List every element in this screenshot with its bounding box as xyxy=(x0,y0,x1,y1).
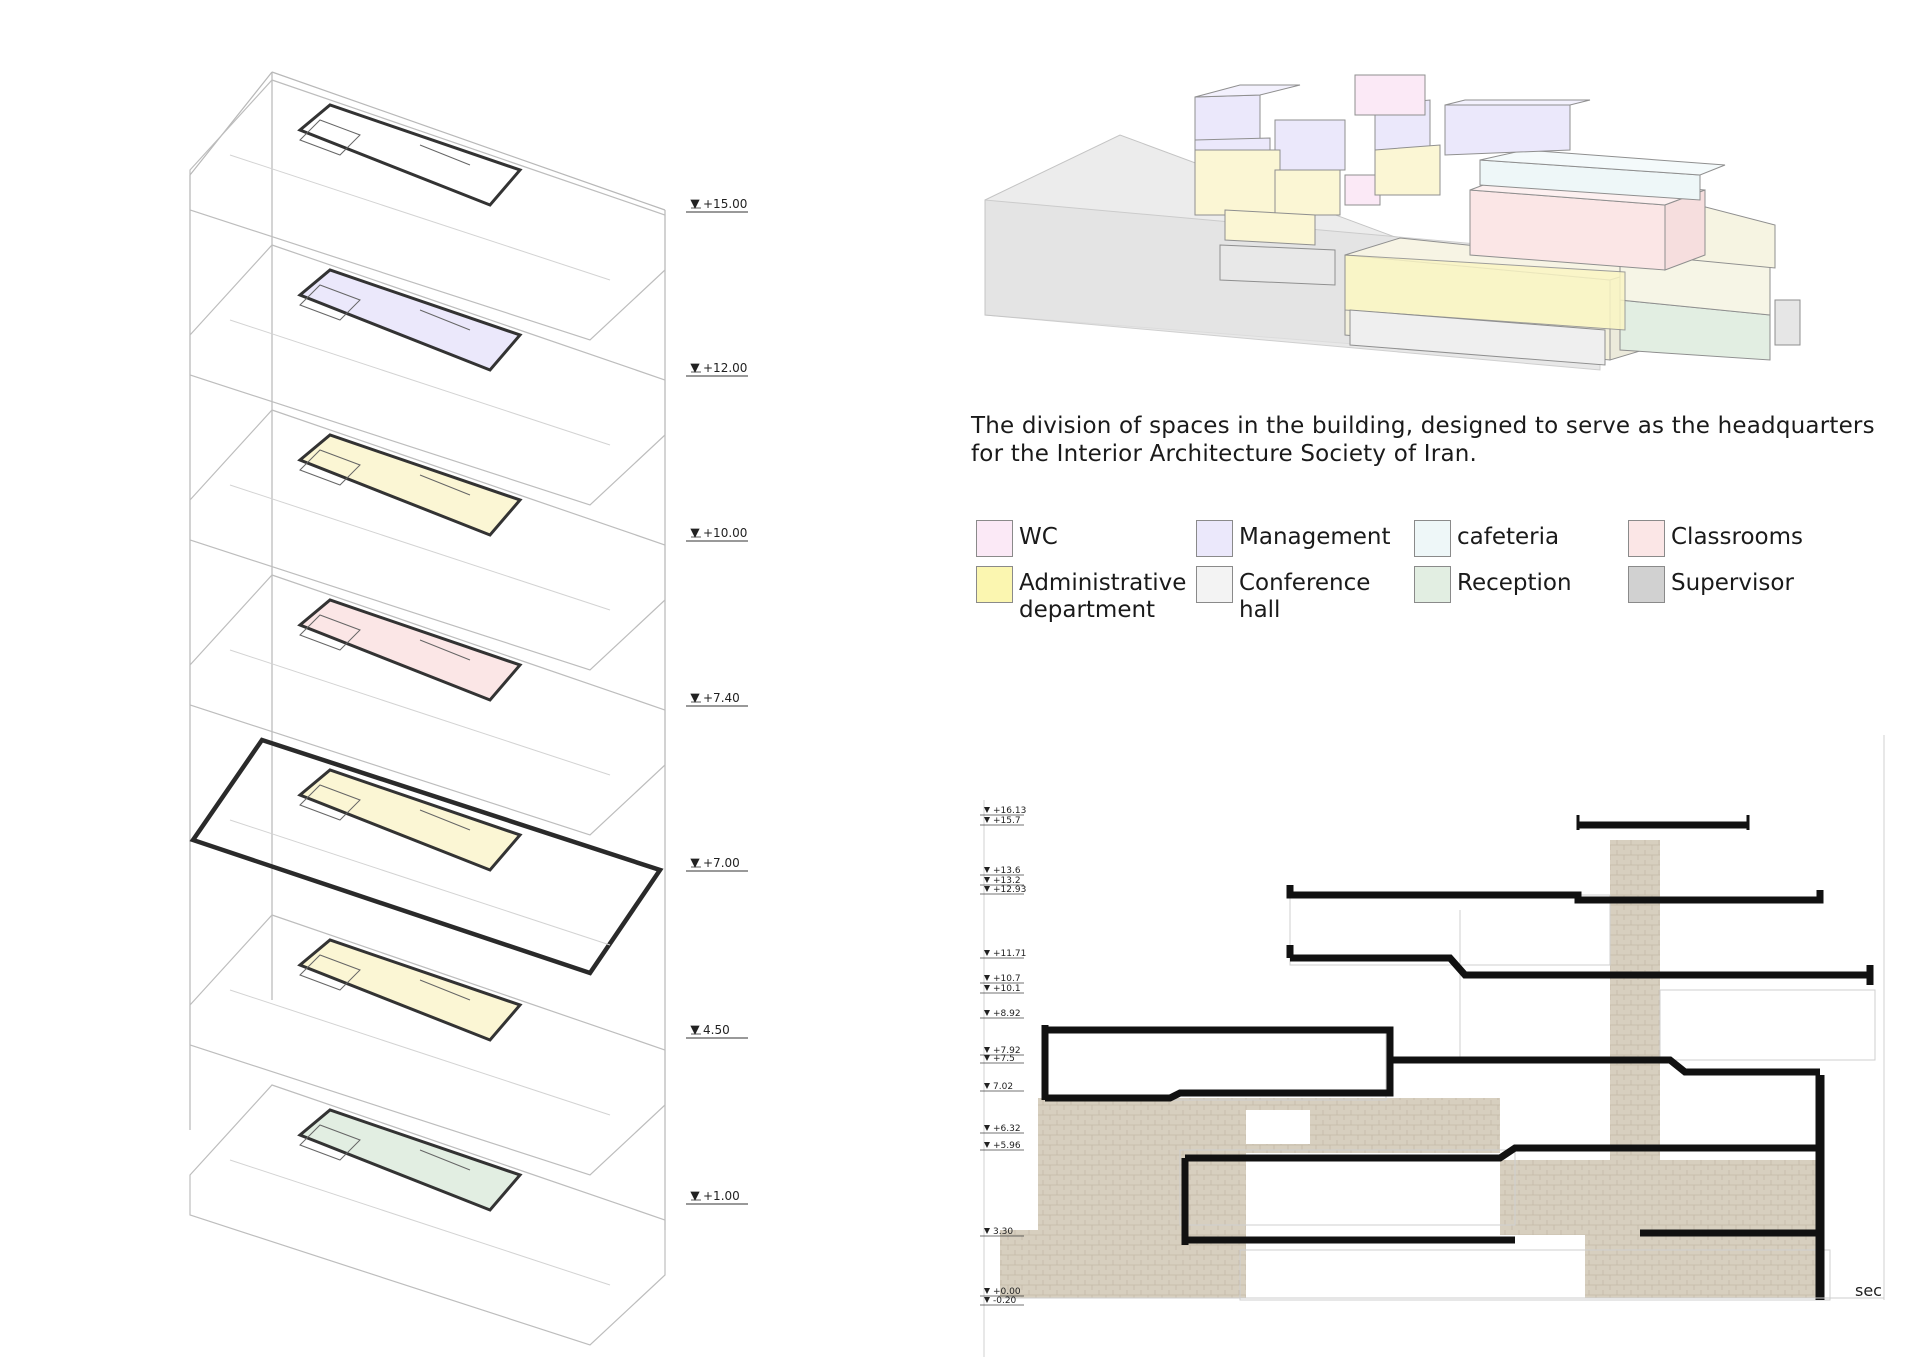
axo-level-marker: +10.00 xyxy=(686,526,748,542)
space-legend: WC Management cafeteria Classrooms Admin… xyxy=(976,520,1906,623)
svg-text:+16.13: +16.13 xyxy=(993,806,1026,816)
legend-label: Reception xyxy=(1457,570,1572,596)
caption-text: The division of spaces in the building, … xyxy=(971,413,1875,467)
svg-text:+13.2: +13.2 xyxy=(993,876,1021,886)
axo-level-marker: +15.00 xyxy=(686,197,748,213)
legend-label: Classrooms xyxy=(1671,524,1803,550)
legend-item-administrative: Administrative department xyxy=(976,566,1194,624)
floor-plate xyxy=(189,1084,666,1346)
svg-text:7.02: 7.02 xyxy=(993,1082,1013,1092)
axo-level-marker: +1.00 xyxy=(686,1189,748,1205)
svg-text:+0.00: +0.00 xyxy=(993,1287,1021,1297)
legend-item-classrooms: Classrooms xyxy=(1628,520,1803,557)
svg-text:+7.5: +7.5 xyxy=(993,1054,1015,1064)
legend-label: Supervisor xyxy=(1671,570,1794,596)
axo-level-marker: +7.00 xyxy=(686,856,748,872)
section-level-markers: +16.13+15.7 +13.6+13.2+12.93 +11.71 +10.7+1… xyxy=(980,806,1026,1306)
legend-label: Conference hall xyxy=(1239,570,1371,623)
svg-text:+6.32: +6.32 xyxy=(993,1124,1021,1134)
svg-text:+10.1: +10.1 xyxy=(993,984,1021,994)
section-level-marker: +13.2 xyxy=(980,876,1024,886)
legend-swatch xyxy=(1196,520,1233,557)
axo-level-marker: +7.40 xyxy=(686,691,748,707)
svg-text:+15.00: +15.00 xyxy=(703,197,747,211)
axo-level-marker: 4.50 xyxy=(686,1023,748,1039)
section-level-marker: +7.5 xyxy=(980,1054,1024,1064)
legend-swatch xyxy=(1414,520,1451,557)
section-level-marker: +8.92 xyxy=(980,1009,1024,1019)
svg-text:+12.93: +12.93 xyxy=(993,885,1026,895)
section-level-marker: -0.20 xyxy=(980,1296,1024,1306)
section-level-marker: +5.96 xyxy=(980,1141,1024,1151)
legend-item-wc: WC xyxy=(976,520,1058,557)
legend-item-cafeteria: cafeteria xyxy=(1414,520,1559,557)
legend-label: Administrative department xyxy=(1019,570,1187,623)
axo-level-marker: +12.00 xyxy=(686,361,748,377)
section-level-marker: +15.7 xyxy=(980,816,1024,826)
svg-text:+11.71: +11.71 xyxy=(993,949,1026,959)
floor-plate xyxy=(189,79,666,341)
svg-text:+1.00: +1.00 xyxy=(703,1189,740,1203)
svg-text:3.30: 3.30 xyxy=(993,1227,1013,1237)
svg-text:-0.20: -0.20 xyxy=(993,1296,1017,1306)
section-level-marker: 7.02 xyxy=(980,1082,1024,1092)
legend-item-management: Management xyxy=(1196,520,1391,557)
floor-plate xyxy=(189,574,666,836)
legend-label: Management xyxy=(1239,524,1391,550)
floor-plate xyxy=(189,737,664,976)
legend-label: WC xyxy=(1019,524,1058,550)
svg-text:4.50: 4.50 xyxy=(703,1023,730,1037)
section-level-marker: +10.1 xyxy=(980,984,1024,994)
legend-item-reception: Reception xyxy=(1414,566,1572,603)
svg-text:+7.40: +7.40 xyxy=(703,691,740,705)
floor-plate xyxy=(189,244,666,506)
legend-swatch xyxy=(1628,520,1665,557)
floor-plates xyxy=(189,79,666,1346)
section-level-marker: +10.7 xyxy=(980,974,1024,984)
section-level-marker: +11.71 xyxy=(980,949,1026,959)
svg-text:+5.96: +5.96 xyxy=(993,1141,1021,1151)
section-level-marker: +12.93 xyxy=(980,885,1026,895)
svg-text:+10.7: +10.7 xyxy=(993,974,1021,984)
legend-swatch xyxy=(1414,566,1451,603)
section-label: sec xyxy=(1855,1281,1882,1300)
legend-item-supervisor: Supervisor xyxy=(1628,566,1794,603)
legend-swatch xyxy=(1628,566,1665,603)
legend-swatch xyxy=(976,520,1013,557)
legend-swatch xyxy=(976,566,1013,603)
svg-text:+13.6: +13.6 xyxy=(993,866,1021,876)
legend-item-conference-hall: Conference hall xyxy=(1196,566,1389,624)
svg-text:+10.00: +10.00 xyxy=(703,526,747,540)
svg-text:+8.92: +8.92 xyxy=(993,1009,1021,1019)
floor-plate xyxy=(189,914,666,1176)
section-level-marker: +13.6 xyxy=(980,866,1024,876)
svg-text:+7.92: +7.92 xyxy=(993,1046,1021,1056)
section-level-marker: +0.00 xyxy=(980,1287,1024,1297)
legend-swatch xyxy=(1196,566,1233,603)
legend-label: cafeteria xyxy=(1457,524,1560,550)
axo-level-markers: +15.00 +12.00 +10.00 +7.40 +7.00 4.50 +1.00 xyxy=(686,197,748,1205)
svg-text:+15.7: +15.7 xyxy=(993,816,1021,826)
svg-text:+7.00: +7.00 xyxy=(703,856,740,870)
section-level-marker: 3.30 xyxy=(980,1227,1024,1237)
section-level-marker: +16.13 xyxy=(980,806,1026,816)
floor-plate xyxy=(189,409,666,671)
section-level-marker: +6.32 xyxy=(980,1124,1024,1134)
svg-text:+12.00: +12.00 xyxy=(703,361,747,375)
